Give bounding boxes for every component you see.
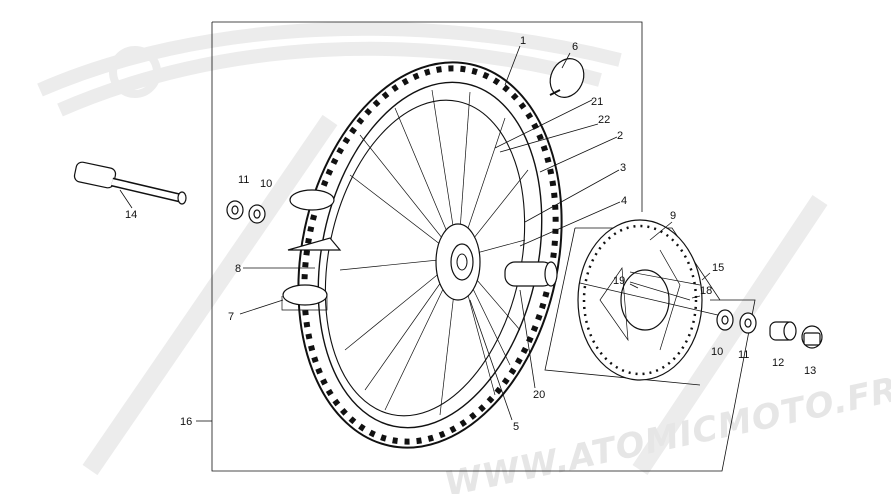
assembly-frame [211,21,756,472]
callout-2: 2 [617,130,623,142]
callout-6: 6 [572,41,578,53]
brake-disc [577,219,703,381]
callout-22: 22 [598,114,610,126]
callout-4: 4 [621,195,627,207]
callout-11-right: 11 [738,349,749,361]
wheel-axle [73,161,187,205]
wheel-hub [435,223,481,301]
rim-tape [281,189,342,311]
disc-frame [544,227,721,386]
callout-19: 19 [613,275,625,287]
wheel-tire [297,61,563,449]
callout-10-right: 10 [711,346,723,358]
right-bearing-seal [716,309,757,334]
callout-18: 18 [700,285,712,297]
callout-15: 15 [712,262,724,274]
background-logo [37,21,828,476]
axle-nut [801,325,823,349]
valve-part [549,58,585,98]
callout-11-left: 11 [238,174,249,186]
callout-12: 12 [772,357,784,369]
bushing-part [769,321,797,341]
callout-8: 8 [235,263,241,275]
callout-9: 9 [670,210,676,222]
callout-21: 21 [591,96,603,108]
callout-13: 13 [804,365,816,377]
callout-5: 5 [513,421,519,433]
callout-16: 16 [180,416,192,428]
callout-10-left: 10 [260,178,272,190]
callout-labels: 1 2 3 4 5 6 7 8 9 10 10 11 11 12 13 14 1… [125,35,816,433]
callout-1: 1 [520,35,526,47]
leader-lines [119,45,711,422]
disc-bolts [579,271,723,317]
callout-20: 20 [533,389,545,401]
callout-7: 7 [228,311,234,323]
left-bearing-seal [226,200,266,224]
callout-3: 3 [620,162,626,174]
callout-14: 14 [125,209,137,221]
hub-spacer [504,261,558,287]
